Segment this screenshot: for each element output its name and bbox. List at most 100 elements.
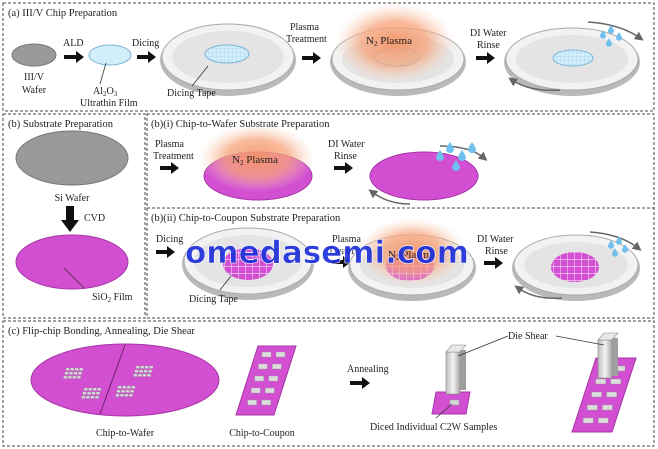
dicing-label-bii: Dicing [156,234,183,245]
coupon-grid-bii [223,248,273,280]
arrow-plasma-a [302,52,321,64]
iiiv-wafer [11,43,57,67]
bonded-die [148,369,153,373]
sio2-leader [63,267,85,289]
die-shear-tool-small-side [460,350,466,390]
die-shear-tool-large-side [612,338,618,376]
diced-sample-chip [449,399,460,406]
bonded-die [91,391,96,395]
bonded-die [272,363,282,370]
plasma-label-bi-2: Treatment [153,151,194,162]
dicing-tape-leader-bii [219,275,232,291]
bonded-die [149,365,154,369]
bonded-die [587,404,598,411]
n2-plasma-label-bi: N2 Plasma [232,154,278,167]
bonded-die [64,371,69,375]
iiiv-wafer-label-2: Wafer [22,85,47,96]
bonded-die [135,365,140,369]
bonded-die [124,393,129,397]
bonded-die [261,399,271,406]
bonded-die [130,389,135,393]
bonded-die [67,375,72,379]
bonded-die [134,369,139,373]
arrow-dicing-bii [156,246,175,258]
bonded-die [116,389,121,393]
bonded-die [254,375,265,382]
water-drop-icon [446,142,454,153]
bonded-die [595,378,606,385]
arrow-ald [64,51,84,63]
chip-to-coupon-label: Chip-to-Coupon [229,428,295,439]
bonded-die [610,378,621,385]
di-water-label-bi: DI Water [328,139,365,150]
die-shear-coupon [571,357,637,433]
bonded-die [247,399,257,406]
plasma-label-bii-2: Treatment [328,246,369,257]
arrow-cvd [61,206,79,232]
al2o3-film-wafer [88,44,132,66]
bonded-die [92,387,97,391]
plasma-cloud-a [335,3,455,83]
coupon-substrate [235,345,297,416]
bonded-die [87,391,92,395]
sio2-label: SiO2 Film [92,292,133,304]
bonded-die [250,387,261,394]
arrow-rinse-a [476,52,495,64]
chip-to-wafer-label: Chip-to-Wafer [96,428,155,439]
ald-label: ALD [63,38,84,49]
bonded-die [133,373,138,377]
arrow-rinse-bii [484,257,503,269]
bonded-die [70,367,75,371]
bonded-die [90,395,95,399]
bonded-die [137,373,142,377]
bonded-die [126,385,131,389]
bonded-die [121,389,126,393]
panel-bi-bii-frame [146,113,655,319]
plasma-label-bi-1: Plasma [155,139,184,150]
c2w-wafer-divider [99,344,126,415]
water-drop-icon [616,32,622,41]
rinse-chip-grid-a [553,50,593,66]
bonded-die [74,367,79,371]
si-wafer-label: Si Wafer [55,193,91,204]
c2w-chip-array [63,365,154,399]
bonded-die [117,385,122,389]
arrow-plasma-bi [160,162,179,174]
bonded-die [265,387,275,394]
bonded-die [131,385,136,389]
dicing-tape-label-bii: Dicing Tape [189,294,238,305]
bonded-die [72,375,77,379]
c2w-bonded-wafer [30,343,220,417]
bonded-die [598,417,609,424]
bonded-die [140,365,145,369]
al2o3-label: Al2O3 [93,86,118,98]
cvd-label: CVD [84,213,105,224]
diced-chip-grid-a [205,45,249,63]
rinse-label-a: Rinse [477,40,500,51]
arrow-annealing [350,377,370,389]
arrow-dicing-a [137,51,156,63]
bonded-die [591,391,602,398]
bonded-die [258,363,268,370]
die-shear-tool-large [597,339,613,379]
iiiv-wafer-label-1: III/V [24,72,45,83]
bonded-die [128,393,133,397]
plasma-label-a-1: Plasma [290,22,319,33]
sio2-wafer [15,234,129,290]
bonded-die [606,391,617,398]
die-shear-leader-2 [555,335,605,346]
di-water-label-bii: DI Water [477,234,514,245]
bonded-die [261,351,272,358]
si-wafer [15,130,129,186]
bonded-die [583,417,594,424]
dicing-tape-label-a: Dicing Tape [167,88,216,99]
arrow-rinse-bi [334,162,353,174]
spin-arrow-bottom-bii [514,285,563,300]
bonded-die [85,395,90,399]
bonded-die [144,365,149,369]
ultrathin-film-label: Ultrathin Film [80,98,138,109]
bonded-die [268,375,278,382]
bonded-die [78,371,83,375]
bonded-die [94,395,99,399]
